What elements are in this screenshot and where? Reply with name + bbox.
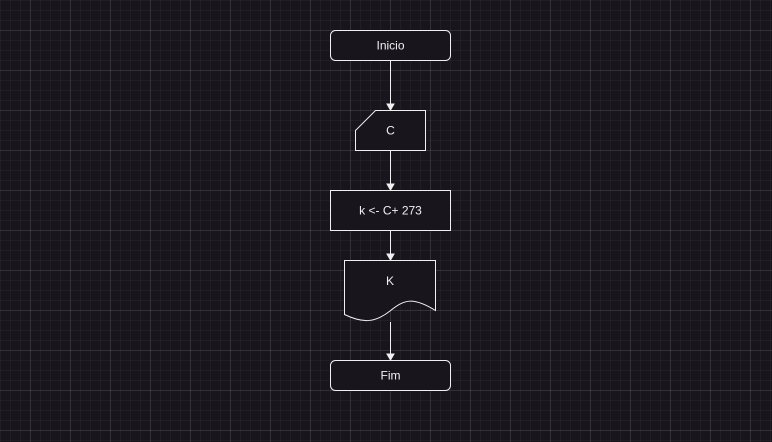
node-process[interactable]: k <- C+ 273 xyxy=(330,190,451,231)
node-end[interactable]: Fim xyxy=(330,360,451,391)
node-process-label: k <- C+ 273 xyxy=(359,204,422,218)
arrowhead-icon xyxy=(386,103,395,111)
node-output-label: K xyxy=(386,274,394,288)
document-shape xyxy=(344,260,436,321)
node-start[interactable]: Inicio xyxy=(330,30,451,61)
process-shape xyxy=(330,190,451,231)
node-input-label: C xyxy=(386,124,395,138)
connectors xyxy=(386,60,395,361)
node-start-label: Inicio xyxy=(376,39,404,53)
edge-input-to-process[interactable] xyxy=(386,150,395,191)
edge-output-to-end[interactable] xyxy=(386,322,395,361)
node-end-label: Fim xyxy=(381,369,401,383)
edge-start-to-input[interactable] xyxy=(386,60,395,111)
terminator-shape xyxy=(330,30,451,61)
arrowhead-icon xyxy=(386,183,395,191)
node-input[interactable]: C xyxy=(355,110,426,151)
node-output[interactable]: K xyxy=(344,260,436,321)
terminator-shape xyxy=(330,360,451,391)
manual-input-shape xyxy=(355,110,426,151)
edge-process-to-output[interactable] xyxy=(386,230,395,261)
arrowhead-icon xyxy=(386,253,395,261)
arrowhead-icon xyxy=(386,353,395,361)
